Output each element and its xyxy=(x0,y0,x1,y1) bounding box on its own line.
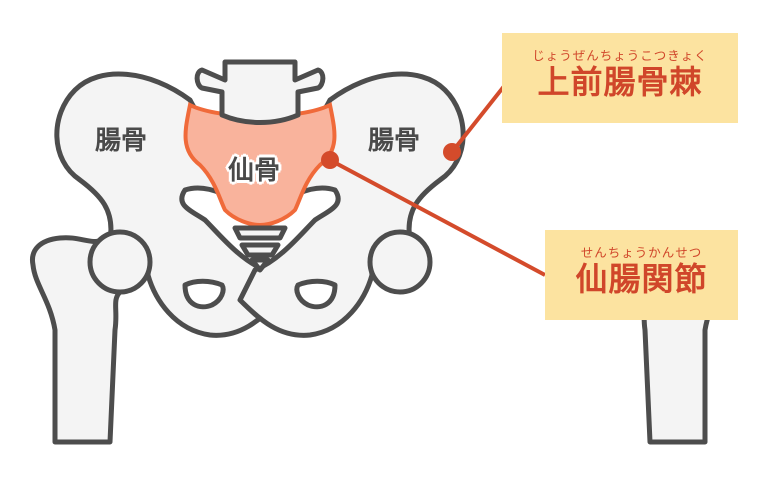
asis-ruby: じょうぜんちょうこつきょく xyxy=(532,48,708,63)
asis-term: 上前腸骨棘 xyxy=(537,63,703,101)
ilium-left-label: 腸骨 xyxy=(95,126,148,156)
coccyx xyxy=(232,225,288,273)
si-joint-term: 仙腸関節 xyxy=(575,260,708,298)
lumbar-vertebra xyxy=(194,59,326,125)
ilium-right-label: 腸骨 xyxy=(368,126,421,156)
right-obturator xyxy=(294,278,338,310)
asis-callout: じょうぜんちょうこつきょく 上前腸骨棘 xyxy=(502,33,738,123)
left-obturator xyxy=(182,278,226,310)
sacrum-label: 仙骨 xyxy=(228,156,281,186)
right-femoral-head xyxy=(367,229,433,295)
si-joint-callout: せんちょうかんせつ 仙腸関節 xyxy=(545,230,738,320)
si-joint-pointer-line xyxy=(329,158,546,277)
asis-pointer-line xyxy=(450,83,507,154)
si-joint-pointer-dot xyxy=(321,151,339,169)
si-joint-ruby: せんちょうかんせつ xyxy=(580,245,703,260)
left-femoral-head xyxy=(87,229,153,295)
sacrum xyxy=(183,102,337,228)
asis-pointer-dot xyxy=(443,143,461,161)
